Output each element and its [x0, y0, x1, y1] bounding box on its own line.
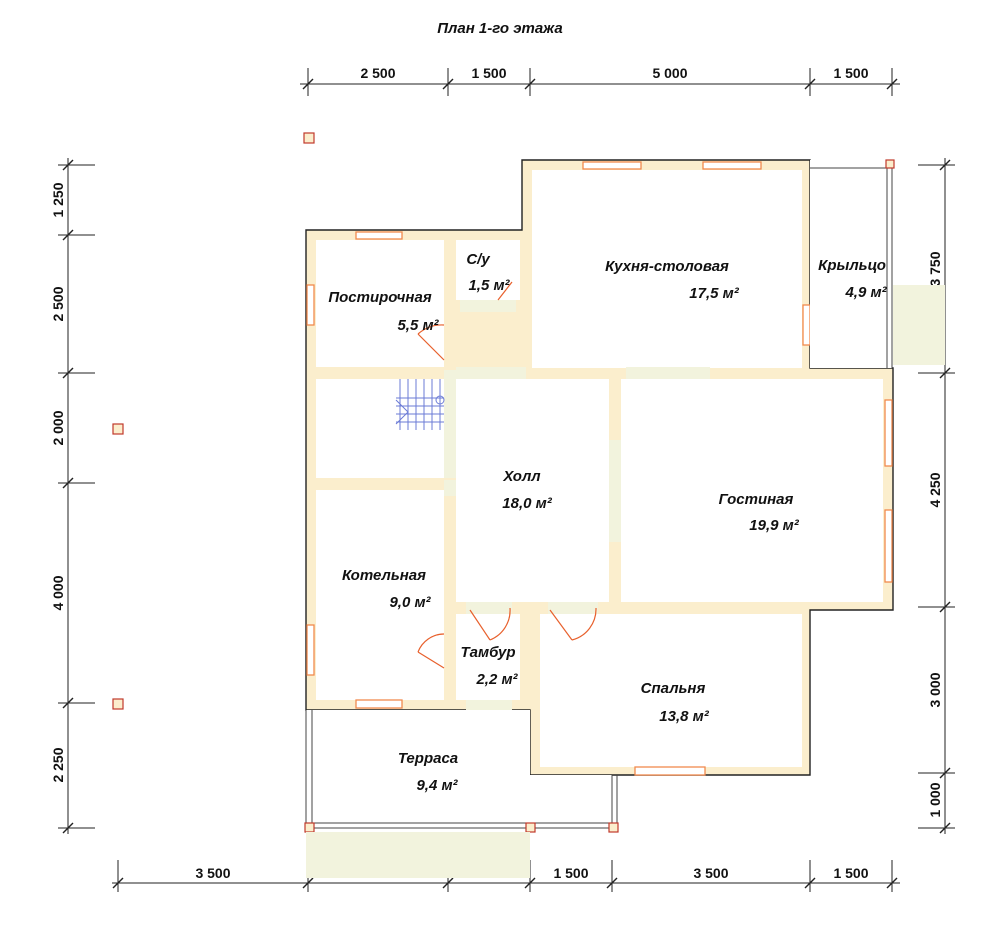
- room-boiler: [316, 490, 444, 700]
- dim-top-3: 5 000: [652, 65, 687, 81]
- dim-left-3: 2 000: [50, 410, 66, 445]
- room-name-terrace: Терраса: [398, 750, 458, 767]
- dim-left-4: 4 000: [50, 575, 66, 610]
- post-marker: [112, 698, 124, 710]
- room-name-hall: Холл: [502, 468, 541, 485]
- room-kitchen: [532, 170, 802, 368]
- opening: [456, 367, 526, 379]
- room-area-living: 19,9 м²: [749, 517, 799, 534]
- dim-top-4: 1 500: [833, 65, 868, 81]
- opening: [609, 440, 621, 542]
- dim-bottom-1: 3 500: [195, 865, 230, 881]
- dim-top-2: 1 500: [471, 65, 506, 81]
- left-dimension-line: 1 250 2 500 2 000 4 000 2 250: [50, 158, 95, 834]
- dim-top-1: 2 500: [360, 65, 395, 81]
- top-dimension-line: 2 500 1 500 5 000 1 500: [300, 65, 900, 96]
- dim-right-2: 4 250: [927, 472, 943, 507]
- dim-left-2: 2 500: [50, 286, 66, 321]
- room-area-hall: 18,0 м²: [502, 495, 552, 512]
- room-area-bedroom: 13,8 м²: [659, 708, 709, 725]
- room-hall: [456, 379, 609, 602]
- dim-right-4: 1 000: [927, 782, 943, 817]
- dim-bottom-4: 1 500: [553, 865, 588, 881]
- dim-right-1: 3 750: [927, 251, 943, 286]
- opening: [626, 367, 710, 379]
- opening: [548, 602, 598, 614]
- staircase: [395, 379, 445, 430]
- room-bedroom: [540, 614, 802, 767]
- room-name-postirochnaya: Постирочная: [328, 289, 432, 306]
- room-stair: [316, 379, 444, 478]
- opening: [460, 300, 516, 312]
- opening: [444, 480, 456, 496]
- opening: [466, 700, 512, 710]
- room-area-su: 1,5 м²: [468, 277, 510, 294]
- building: [304, 159, 945, 878]
- room-area-porch: 4,9 м²: [844, 284, 887, 301]
- room-area-postirochnaya: 5,5 м²: [397, 317, 439, 334]
- room-name-su: С/у: [466, 251, 490, 268]
- room-postirochnaya: [316, 240, 444, 367]
- room-su: [456, 240, 520, 300]
- dim-right-3: 3 000: [927, 672, 943, 707]
- dim-bottom-5: 3 500: [693, 865, 728, 881]
- room-area-kitchen: 17,5 м²: [689, 285, 739, 302]
- dim-left-1: 1 250: [50, 182, 66, 217]
- dim-bottom-6: 1 500: [833, 865, 868, 881]
- room-name-porch: Крыльцо: [818, 257, 886, 274]
- porch: [810, 159, 945, 368]
- post-marker: [303, 132, 315, 144]
- room-area-boiler: 9,0 м²: [389, 594, 431, 611]
- terrace: [304, 710, 619, 878]
- room-area-tambur: 2,2 м²: [475, 671, 518, 688]
- right-dimension-line: 3 750 4 250 3 000 1 000: [918, 158, 955, 834]
- room-name-bedroom: Спальня: [641, 680, 706, 697]
- opening: [466, 602, 512, 614]
- room-name-tambur: Тамбур: [460, 644, 515, 661]
- room-tambur: [456, 614, 520, 700]
- windows: [306, 161, 893, 776]
- plan-title: План 1-го этажа: [437, 20, 563, 37]
- opening: [444, 370, 456, 478]
- room-name-living: Гостиная: [719, 491, 794, 508]
- room-living: [621, 379, 883, 602]
- room-name-kitchen: Кухня-столовая: [605, 258, 729, 275]
- room-area-terrace: 9,4 м²: [416, 777, 458, 794]
- room-name-boiler: Котельная: [342, 567, 426, 584]
- dim-left-5: 2 250: [50, 747, 66, 782]
- post-marker: [112, 423, 124, 435]
